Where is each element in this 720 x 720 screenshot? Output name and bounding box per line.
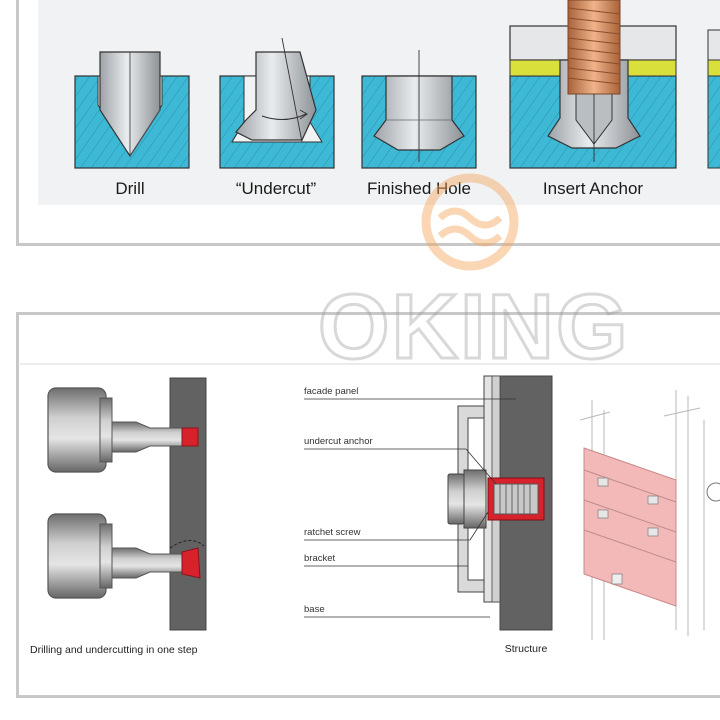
drilling-illustration [47, 377, 207, 631]
structure-illustration [304, 375, 553, 631]
caption-drilling: Drilling and undercutting in one step [30, 644, 198, 656]
label-finished-hole: Finished Hole [367, 179, 471, 198]
step-undercut-illustration [219, 37, 335, 169]
facade-isometric-illustration [579, 390, 720, 640]
callout-undercut-anchor: undercut anchor [304, 436, 373, 447]
callout-base: base [304, 604, 325, 615]
label-undercut: “Undercut” [236, 179, 317, 198]
watermark-logo [421, 173, 519, 271]
callout-bracket: bracket [304, 553, 336, 564]
step-drill-illustration [74, 51, 190, 169]
label-drill: Drill [115, 179, 144, 198]
label-insert-anchor: Insert Anchor [543, 179, 644, 198]
callout-facade-panel: facade panel [304, 386, 358, 397]
step-finished-hole-illustration [361, 50, 477, 169]
callout-ratchet-screw: ratchet screw [304, 527, 361, 538]
step-insert-anchor-illustration [509, 0, 677, 169]
watermark-text: OKING [318, 276, 630, 378]
step-next-partial-illustration [707, 29, 720, 169]
caption-structure: Structure [505, 643, 548, 655]
